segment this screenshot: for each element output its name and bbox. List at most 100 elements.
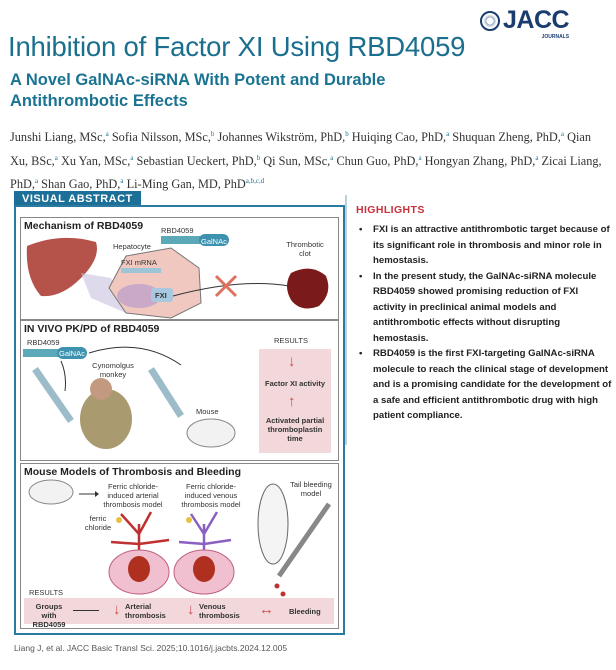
venous-model-label: Ferric chloride-induced venous thrombosi…: [181, 482, 241, 509]
mouse-models-illustration: [28, 479, 332, 597]
author-affiliation: a: [560, 130, 564, 138]
results-title: RESULTS: [273, 336, 309, 345]
monkey-icon: [80, 389, 132, 449]
author: Zicai Liang, PhD,: [10, 153, 602, 192]
result-arterial: Arterial thrombosis: [125, 602, 166, 620]
author: Johannes Wikström, PhD,: [217, 130, 346, 145]
block-x-icon: [214, 274, 238, 298]
monkey-label: Cynomolgus monkey: [92, 361, 134, 379]
down-arrow-icon: ↓: [113, 601, 121, 618]
author-affiliation: a: [34, 177, 39, 186]
rbd-label: RBD4059: [27, 338, 60, 347]
rbd-label: RBD4059: [161, 226, 194, 235]
citation: Liang J, et al. JACC Basic Transl Sci. 2…: [14, 643, 288, 653]
galnac-tag: [199, 234, 229, 246]
author: Qi Sun, MSc,: [263, 153, 331, 168]
mechanism-illustration: [26, 234, 329, 319]
panel-pkpd: IN VIVO PK/PD of RBD4059 RBD4059 GalNAc …: [20, 320, 339, 461]
hanging-mouse-icon: [257, 483, 289, 565]
syringe-icon: [148, 367, 184, 418]
ferric-chloride-label: ferric chloride: [84, 514, 112, 532]
scalpel-icon: [276, 502, 332, 578]
down-arrow-icon: ↓: [288, 353, 296, 370]
arrow-to-clot: [172, 283, 290, 297]
zoom-wedge: [81, 273, 126, 313]
author: Chun Guo, PhD,: [336, 153, 419, 168]
highlight-item: In the present study, the GalNAc-siRNA m…: [357, 269, 612, 347]
author: Li-Ming Gan, MD, PhD: [126, 177, 246, 192]
author: Shan Gao, PhD,: [41, 177, 121, 192]
visual-abstract-tab: VISUAL ABSTRACT: [14, 191, 141, 207]
jacc-logo: JACC JOURNALS: [480, 6, 570, 40]
visual-abstract: Mechanism of RBD4059 RBD4059 GalNAc Hepa…: [14, 205, 345, 635]
author: Sofia Nilsson, MSc,: [111, 130, 211, 145]
venous-vessels: [178, 511, 232, 559]
result-factor-xi: Factor XI activity: [264, 379, 326, 388]
thrombotic-clot-icon: [287, 268, 329, 309]
author-affiliation: a: [54, 153, 58, 162]
mouse-icon: [186, 418, 236, 448]
author-affiliation: a: [130, 153, 134, 162]
article-subtitle: A Novel GalNAc-siRNA With Potent and Dur…: [10, 71, 386, 110]
results-bar: [24, 598, 334, 624]
highlights-list: FXI is an attractive antithrombotic targ…: [357, 222, 612, 424]
galnac-label: GalNAc: [201, 237, 227, 246]
tail-model-label: Tail bleeding model: [290, 480, 332, 498]
pkpd-illustration: [23, 346, 236, 449]
jacc-seal-icon: [480, 10, 500, 31]
result-aptt: Activated partial thromboplastin time: [265, 416, 325, 443]
author-affiliation: b: [256, 153, 261, 162]
author: Hongyan Zhang, PhD,: [424, 153, 536, 168]
author-affiliation: a: [330, 153, 334, 162]
result-bleeding: Bleeding: [289, 607, 321, 616]
double-arrow-icon: ↔: [259, 601, 274, 618]
heart-icon: [128, 556, 150, 582]
sirna-strand: [23, 349, 59, 357]
author: Sebastian Ueckert, PhD,: [136, 153, 257, 168]
mouse-label: Mouse: [196, 407, 219, 416]
mrna-strand: [121, 268, 161, 273]
fxi-label: FXI: [155, 291, 167, 300]
author-affiliation: b: [345, 130, 349, 138]
author: Qian Xu, BSc,: [10, 130, 591, 168]
arrow-line: [73, 610, 99, 611]
panel-mouse-models: Mouse Models of Thrombosis and Bleeding …: [20, 463, 339, 629]
article-title: Inhibition of Factor XI Using RBD4059: [8, 31, 466, 62]
galnac-label: GalNAc: [59, 349, 85, 358]
blood-drop-icon: [274, 583, 280, 589]
author: Xu Yan, MSc,: [60, 153, 131, 168]
panel-title: Mechanism of RBD4059: [24, 220, 144, 232]
mrna-label: FXI mRNA: [121, 258, 157, 267]
mouse-icon: [28, 479, 74, 505]
author-list: Junshi Liang, MSc,a Sofia Nilsson, MSc,b…: [10, 124, 610, 195]
sirna-strand: [161, 236, 201, 244]
author-affiliation: a: [446, 130, 450, 138]
author: Junshi Liang, MSc,: [10, 130, 106, 145]
author-affiliation: b: [210, 130, 215, 138]
highlights-divider: [345, 195, 347, 445]
panel-mechanism: Mechanism of RBD4059 RBD4059 GalNAc Hepa…: [20, 217, 339, 320]
panel-title: IN VIVO PK/PD of RBD4059: [24, 323, 160, 335]
heart-icon: [193, 556, 215, 582]
arterial-vessels: [110, 511, 170, 559]
author: Shuquan Zheng, PhD,: [452, 130, 561, 145]
logo-text: JACC: [503, 6, 570, 34]
down-arrow-icon: ↓: [187, 601, 195, 618]
author-affiliation: a: [418, 153, 422, 162]
author: Huiqing Cao, PhD,: [351, 130, 447, 145]
result-venous: Venous thrombosis: [199, 602, 240, 620]
author-affiliation: a: [535, 153, 539, 162]
nucleus: [117, 284, 161, 308]
results-box: [259, 349, 331, 453]
author-affiliation: a,b,c,d: [245, 177, 265, 186]
arterial-model-label: Ferric chloride-induced arterial thrombo…: [103, 482, 163, 509]
logo-sub: JOURNALS: [541, 34, 570, 40]
liver-icon: [26, 237, 97, 297]
fxi-box: [151, 288, 173, 302]
highlight-item: FXI is an attractive antithrombotic targ…: [357, 222, 612, 269]
author-affiliation: a: [105, 130, 109, 138]
syringe-icon: [32, 367, 74, 423]
highlight-item: RBD4059 is the first FXI-targeting GalNA…: [357, 346, 612, 424]
highlights-title: HIGHLIGHTS: [356, 204, 425, 216]
panel-title: Mouse Models of Thrombosis and Bleeding: [24, 466, 242, 478]
